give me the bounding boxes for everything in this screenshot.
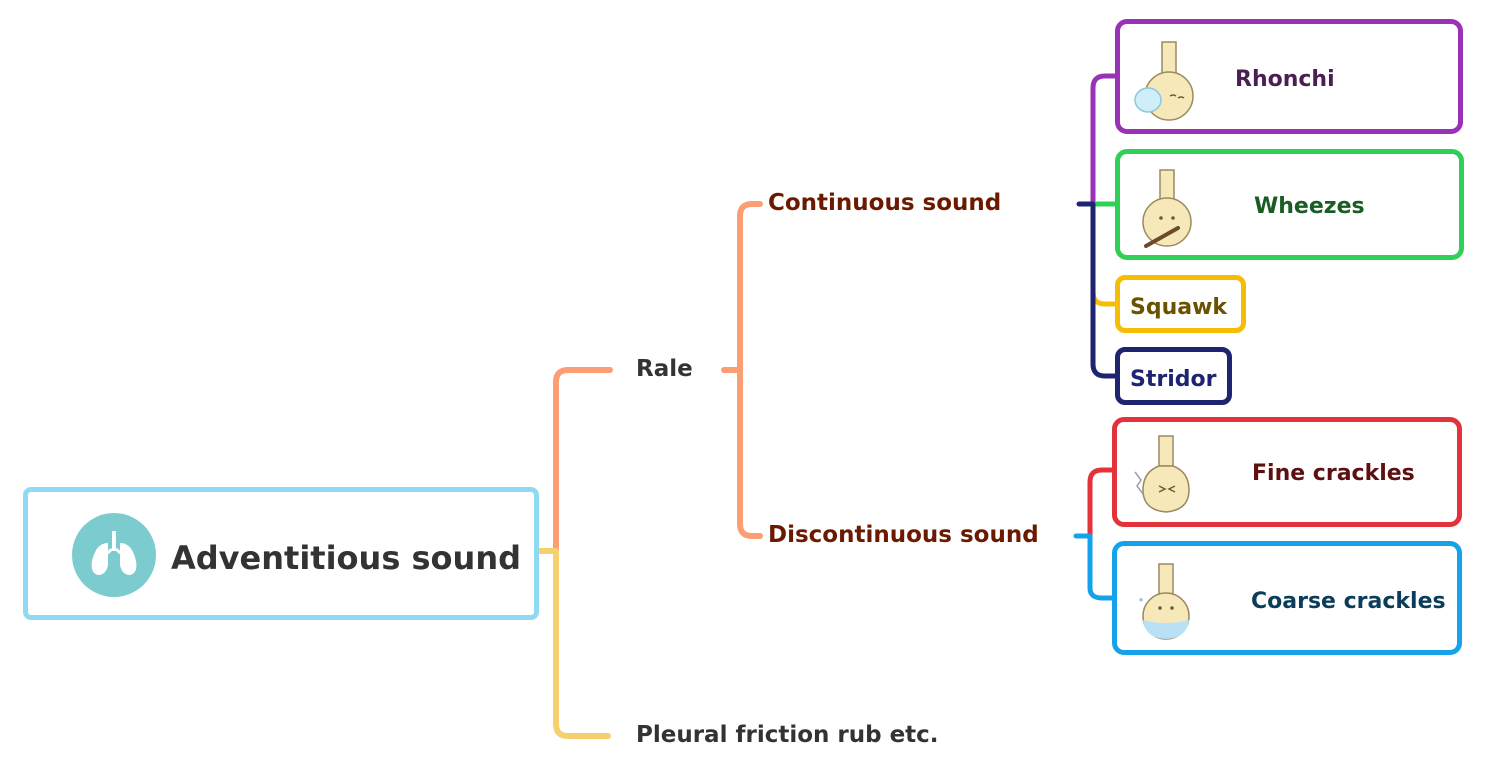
coarse-crackles-label: Coarse crackles (1251, 589, 1446, 614)
flask-water-icon (1139, 563, 1190, 640)
discontinuous-sound-label[interactable]: Discontinuous sound (768, 522, 1039, 548)
connector-rale-discontinuous (737, 367, 763, 539)
pleural-friction-rub-label[interactable]: Pleural friction rub etc. (636, 722, 939, 748)
lungs-icon (72, 513, 156, 597)
rhonchi-node[interactable]: Rhonchi (1115, 19, 1463, 134)
stridor-node[interactable]: Stridor (1115, 347, 1232, 405)
fine-crackles-label: Fine crackles (1252, 461, 1415, 486)
wheezes-node[interactable]: Wheezes (1115, 149, 1464, 260)
connector-root-pleural (535, 548, 611, 739)
flask-crackle-icon (1134, 435, 1190, 513)
root-node[interactable]: Adventitious sound (23, 487, 539, 620)
wheezes-label: Wheezes (1254, 194, 1365, 219)
coarse-crackles-node[interactable]: Coarse crackles (1112, 541, 1462, 655)
connector-root-rale (535, 367, 613, 554)
connector-continuous-squawk (1090, 201, 1120, 307)
connector-discontinuous-coarse (1073, 533, 1118, 601)
flask-bubble-icon (1134, 41, 1194, 121)
connector-continuous-stridor (1076, 201, 1120, 379)
rale-label[interactable]: Rale (636, 356, 693, 382)
rhonchi-label: Rhonchi (1235, 67, 1335, 92)
connector-discontinuous-fine (1087, 467, 1118, 539)
connector-rale-continuous (721, 201, 763, 373)
flask-flute-icon (1142, 169, 1192, 248)
squawk-label: Squawk (1130, 295, 1228, 320)
stridor-label: Stridor (1130, 367, 1217, 392)
continuous-sound-label[interactable]: Continuous sound (768, 190, 1002, 216)
connector-continuous-rhonchi (1090, 73, 1120, 207)
squawk-node[interactable]: Squawk (1115, 275, 1246, 333)
fine-crackles-node[interactable]: Fine crackles (1112, 417, 1462, 527)
root-label: Adventitious sound (171, 539, 521, 577)
